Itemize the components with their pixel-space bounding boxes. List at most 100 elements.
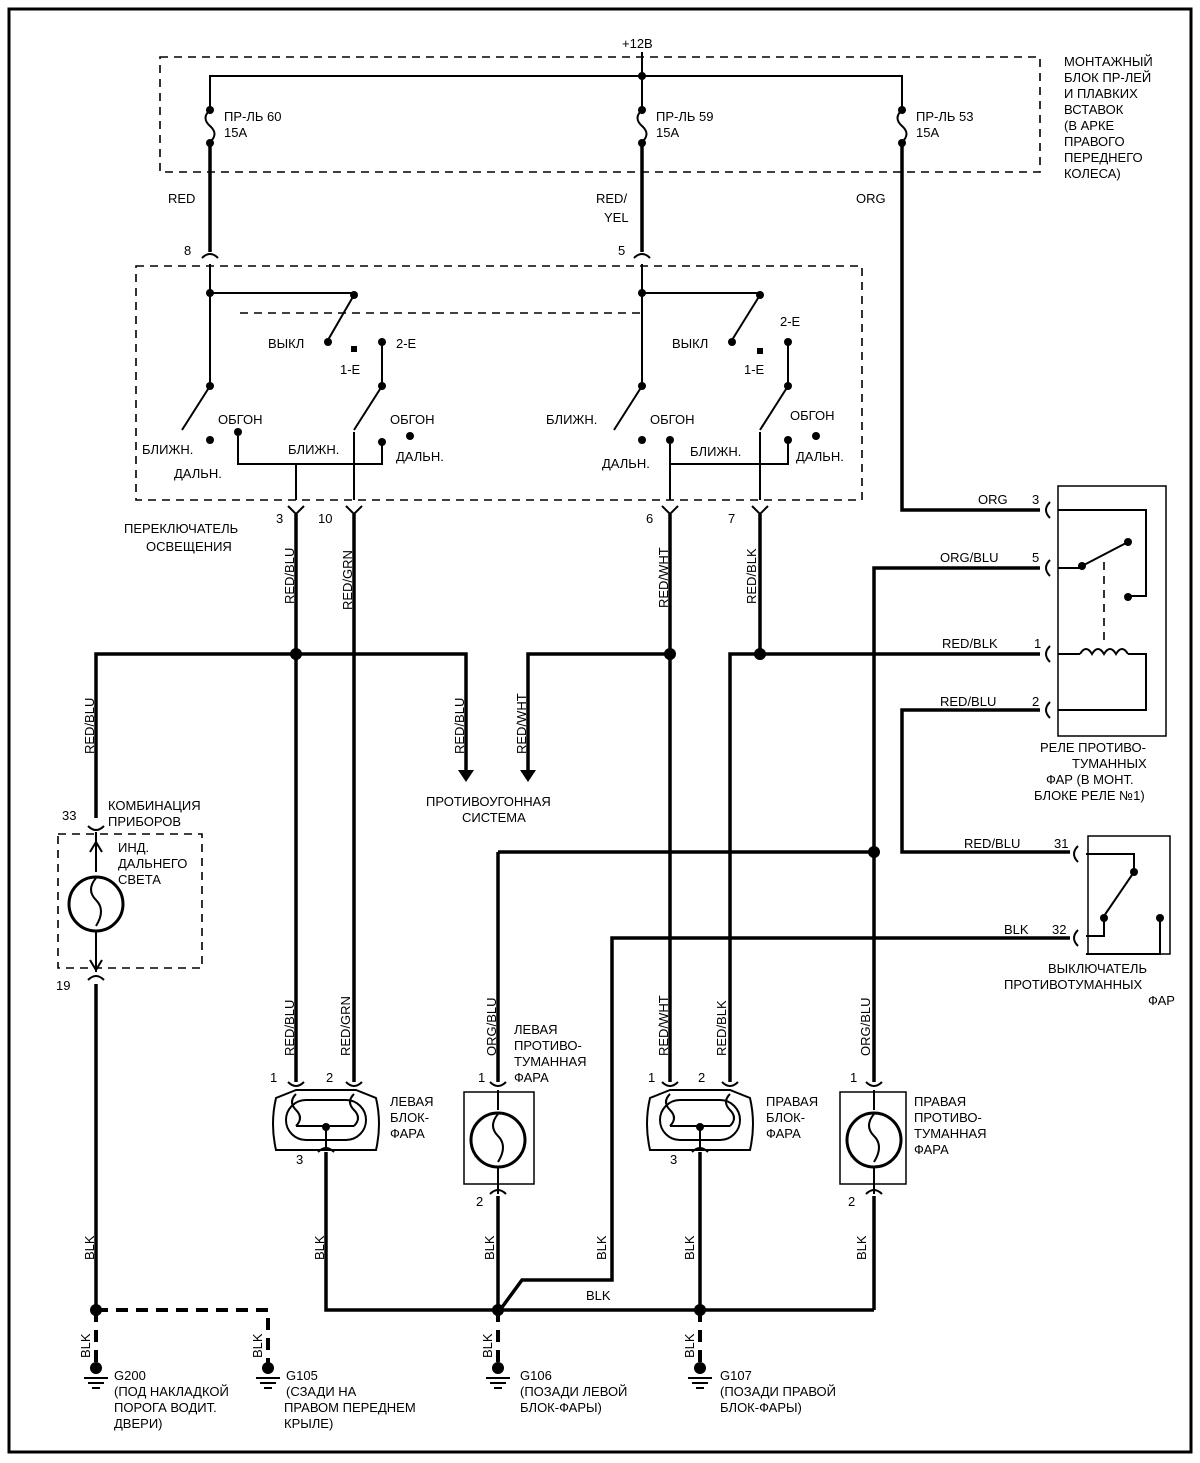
svg-text:3: 3 (296, 1152, 303, 1167)
light-switch-right-bank: ВЫКЛ 1-Е 2-Е БЛИЖН. ОБГОН ДАЛЬН. ОБГОН Б… (546, 264, 844, 500)
svg-text:G107: G107 (720, 1368, 752, 1383)
svg-text:2: 2 (1032, 694, 1039, 709)
instrument-cluster-box (57, 833, 203, 969)
diagram-frame (7, 7, 1193, 1454)
svg-text:15А: 15А (916, 125, 939, 140)
svg-text:BLK: BLK (682, 1235, 697, 1260)
svg-text:1: 1 (478, 1070, 485, 1085)
fuse-block-label: МОНТАЖНЫЙ БЛОК ПР-ЛЕЙ И ПЛАВКИХ ВСТАВОК … (1064, 54, 1156, 181)
svg-text:G106: G106 (520, 1368, 552, 1383)
svg-text:ORG: ORG (978, 492, 1008, 507)
svg-text:1-Е: 1-Е (340, 362, 361, 377)
svg-text:RED/BLU: RED/BLU (282, 1000, 297, 1056)
svg-text:G200: G200 (114, 1368, 146, 1383)
svg-text:ДАЛЬН.: ДАЛЬН. (796, 449, 844, 464)
svg-text:19: 19 (56, 978, 70, 993)
wire-redblk-switch: RED/BLK (744, 548, 759, 604)
svg-text:BLK: BLK (482, 1235, 497, 1260)
svg-text:BLK: BLK (480, 1333, 495, 1358)
light-switch-box (135, 265, 863, 501)
svg-text:G105: G105 (286, 1368, 318, 1383)
svg-text:3: 3 (276, 511, 283, 526)
svg-text:2: 2 (476, 1194, 483, 1209)
svg-text:ORG/BLU: ORG/BLU (940, 550, 999, 565)
wire-label-red: RED (168, 191, 195, 206)
svg-text:ПР-ЛЬ 59: ПР-ЛЬ 59 (656, 109, 713, 124)
svg-text:RED/BLU: RED/BLU (452, 698, 467, 754)
svg-text:ВЫКЛ: ВЫКЛ (268, 336, 304, 351)
svg-text:BLK: BLK (82, 1235, 97, 1260)
svg-text:6: 6 (646, 511, 653, 526)
svg-text:ДАЛЬН.: ДАЛЬН. (602, 456, 650, 471)
svg-text:БЛИЖН.: БЛИЖН. (546, 412, 597, 427)
svg-text:1: 1 (1034, 636, 1041, 651)
svg-text:3: 3 (1032, 492, 1039, 507)
svg-text:ОБГОН: ОБГОН (390, 412, 434, 427)
svg-text:RED/BLU: RED/BLU (964, 836, 1020, 851)
svg-text:RED/WHT: RED/WHT (656, 995, 671, 1056)
svg-text:33: 33 (62, 808, 76, 823)
svg-text:ВЫКЛ: ВЫКЛ (672, 336, 708, 351)
fuse-block-box (159, 56, 1041, 173)
power-label: +12В (622, 36, 653, 51)
svg-text:15А: 15А (656, 125, 679, 140)
fog-relay-box (1057, 485, 1167, 737)
svg-text:RED/BLU: RED/BLU (82, 698, 97, 754)
svg-text:5: 5 (618, 243, 625, 258)
svg-text:31: 31 (1054, 836, 1068, 851)
svg-text:БЛИЖН.: БЛИЖН. (288, 442, 339, 457)
svg-text:2-Е: 2-Е (780, 314, 801, 329)
svg-text:RED/BLU: RED/BLU (940, 694, 996, 709)
svg-text:BLK: BLK (250, 1333, 265, 1358)
svg-text:RED/BLK: RED/BLK (942, 636, 998, 651)
svg-text:7: 7 (728, 511, 735, 526)
svg-text:15А: 15А (224, 125, 247, 140)
svg-text:ОБГОН: ОБГОН (650, 412, 694, 427)
svg-text:БЛИЖН.: БЛИЖН. (690, 444, 741, 459)
svg-text:5: 5 (1032, 550, 1039, 565)
svg-text:ПР-ЛЬ 60: ПР-ЛЬ 60 (224, 109, 281, 124)
svg-text:ORG/BLU: ORG/BLU (484, 997, 499, 1056)
svg-text:BLK: BLK (312, 1235, 327, 1260)
svg-text:10: 10 (318, 511, 332, 526)
svg-text:ПР-ЛЬ 53: ПР-ЛЬ 53 (916, 109, 973, 124)
svg-text:1-Е: 1-Е (744, 362, 765, 377)
svg-text:RED/GRN: RED/GRN (338, 996, 353, 1056)
svg-text:ORG/BLU: ORG/BLU (858, 997, 873, 1056)
wire-label-org: ORG (856, 191, 886, 206)
high-beam-indicator (67, 875, 125, 933)
svg-text:2: 2 (848, 1194, 855, 1209)
svg-text:ДАЛЬН.: ДАЛЬН. (174, 466, 222, 481)
wire-redgrn-switch: RED/GRN (340, 550, 355, 610)
svg-text:BLK: BLK (854, 1235, 869, 1260)
svg-text:БЛИЖН.: БЛИЖН. (142, 442, 193, 457)
svg-text:1: 1 (270, 1070, 277, 1085)
svg-text:BLK: BLK (1004, 922, 1029, 937)
svg-text:1: 1 (850, 1070, 857, 1085)
svg-text:ОБГОН: ОБГОН (218, 412, 262, 427)
svg-text:2: 2 (698, 1070, 705, 1085)
svg-text:1: 1 (648, 1070, 655, 1085)
